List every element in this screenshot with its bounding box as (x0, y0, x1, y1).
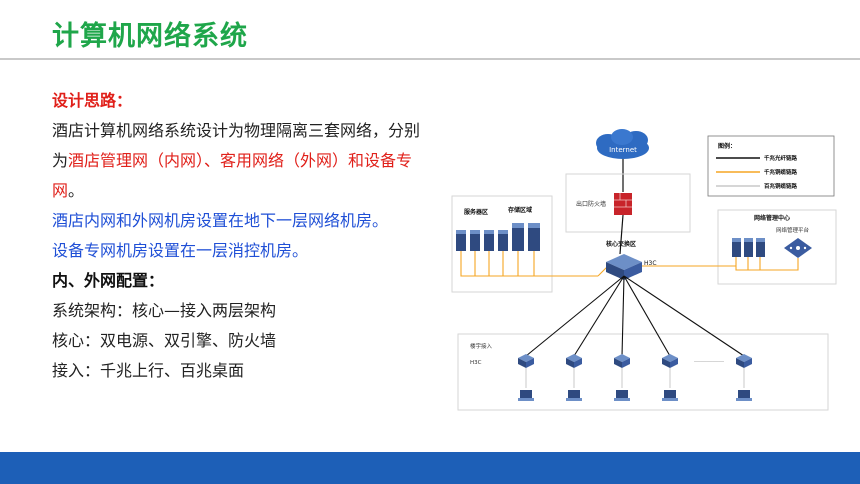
footer-bar (0, 452, 860, 484)
fiber-link (573, 275, 625, 357)
firewall-label: 出口防火墙 (576, 200, 606, 208)
server-rack-icon (498, 230, 508, 251)
access-switch-label: H3C (470, 360, 482, 366)
server-rack-icon (484, 230, 494, 251)
firewall-area (565, 173, 691, 233)
laptop-icon (566, 390, 582, 401)
core-area-label: 核心交换区 (606, 240, 636, 248)
fiber-link (525, 275, 625, 357)
core-line: 核心：双电源、双引擎、防火墙 (52, 331, 277, 350)
access-switch-icon (736, 354, 752, 368)
server-area-label: 服务器区 (464, 208, 488, 216)
pc-terminal-icon (736, 390, 752, 401)
core-switch-icon (606, 254, 642, 280)
server-rack-icon (456, 230, 466, 251)
server-rack-icon (756, 238, 765, 257)
architecture-line: 系统架构：核心—接入两层架构 (52, 301, 277, 320)
storage-area-label: 存储区域 (508, 206, 532, 214)
paragraph-line: 为酒店管理网（内网）、客用网络（外网）和设备专 (52, 146, 452, 176)
more-switches-ellipsis: …………… (694, 357, 724, 364)
server-rack-icon (744, 238, 753, 257)
internet-cloud-icon (596, 129, 649, 159)
nms-area (717, 209, 837, 285)
server-area (451, 195, 553, 293)
internet-label: Internet (609, 146, 637, 154)
firewall-icon (614, 193, 632, 215)
pc-terminal-icon (518, 390, 534, 401)
access-switch-icon (614, 354, 630, 368)
server-rack-icon (732, 238, 741, 257)
gigabit-link (735, 257, 799, 271)
title-divider (0, 58, 860, 60)
network-topology-diagram: Internet 出口防火墙 图例： 千兆光纤链路 千兆铜缆链路 百兆铜缆链路 … (451, 129, 837, 411)
network-list-red: 酒店管理网（内网）、客用网络（外网）和设备专 (68, 151, 413, 170)
legend-label: 千兆光纤链路 (764, 154, 798, 162)
nms-platform-label: 网络管理平台 (776, 226, 810, 234)
text-content: 设计思路： 酒店计算机网络系统设计为物理隔离三套网络，分别 为酒店管理网（内网）… (52, 86, 452, 386)
laptop-icon (614, 390, 630, 401)
paragraph-end: 。 (68, 181, 85, 200)
config-heading: 内、外网配置： (52, 271, 165, 290)
access-line: 接入：千兆上行、百兆桌面 (52, 361, 245, 380)
core-switch-label: H3C (644, 260, 657, 267)
legend-label: 千兆铜缆链路 (764, 168, 798, 176)
access-area-label: 楼宇接入 (470, 342, 493, 350)
access-switch-icon (566, 354, 582, 368)
gigabit-link (460, 251, 598, 277)
fiber-link (621, 275, 625, 357)
paragraph-text: 为 (52, 151, 69, 170)
room-location-line: 设备专网机房设置在一层消控机房。 (52, 241, 309, 260)
network-list-red-cont: 网 (52, 181, 69, 200)
paragraph-line: 网。 (52, 176, 452, 206)
storage-array-icon (512, 223, 524, 251)
fiber-link (619, 214, 624, 255)
fiber-link (623, 275, 671, 357)
server-rack-icon (470, 230, 480, 251)
fiber-link (623, 275, 745, 357)
slide-title: 计算机网络系统 (52, 21, 248, 52)
room-location-line: 酒店内网和外网机房设置在地下一层网络机房。 (52, 211, 389, 230)
access-area (457, 333, 829, 411)
management-platform-icon (784, 238, 812, 258)
nms-center-label: 网络管理中心 (754, 214, 790, 222)
access-switch-icon (518, 354, 534, 368)
legend-label: 百兆铜缆链路 (764, 182, 798, 190)
storage-array-icon (528, 223, 540, 251)
laptop-icon (662, 390, 678, 401)
paragraph-line: 酒店计算机网络系统设计为物理隔离三套网络，分别 (52, 121, 421, 140)
legend-title: 图例： (718, 142, 736, 150)
design-heading: 设计思路： (52, 91, 133, 110)
access-switch-icon (662, 354, 678, 368)
